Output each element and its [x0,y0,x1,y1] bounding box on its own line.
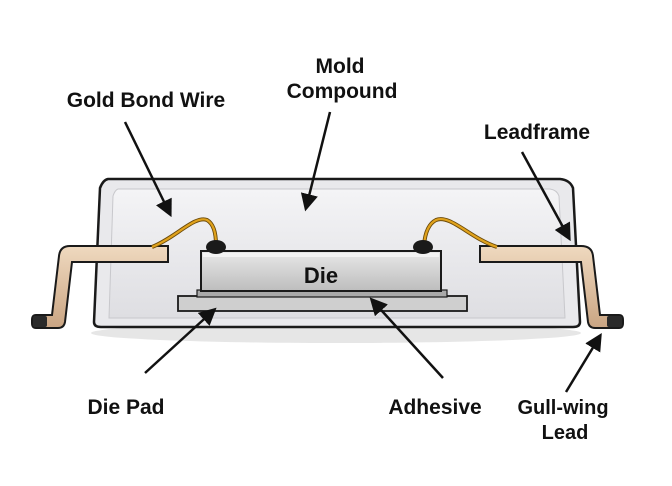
die-label: Die [304,263,338,288]
arrow-gold-bond-wire [123,121,172,218]
bond-ball-left [206,240,226,254]
label-mold-line2: Compound [287,80,398,103]
label-gull-wing-line2: Lead [542,422,589,444]
arrow-die-pad [144,307,217,374]
arrow-leadframe [520,151,571,242]
label-gold-bond-wire: Gold Bond Wire [67,89,225,112]
right-lead-foot [607,316,622,327]
die [200,250,442,292]
label-gull-wing-line1: Gull-wing [517,397,608,419]
arrow-gull-wing-lead [564,333,602,393]
right-lead [479,245,624,329]
gold-bond-wire-left-core [151,218,218,249]
arrow-mold-compound [300,111,332,212]
label-leadframe: Leadframe [484,121,590,144]
left-lead-foot [33,316,47,327]
gold-bond-wire-right-core [422,217,498,249]
label-mold-line1: Mold [316,55,365,78]
label-adhesive: Adhesive [388,396,481,419]
label-die-pad: Die Pad [87,396,164,419]
die-top-highlight [203,253,439,257]
left-lead [31,245,169,329]
die-pad [177,295,468,312]
arrow-adhesive [369,297,444,379]
bond-ball-right [413,240,433,254]
